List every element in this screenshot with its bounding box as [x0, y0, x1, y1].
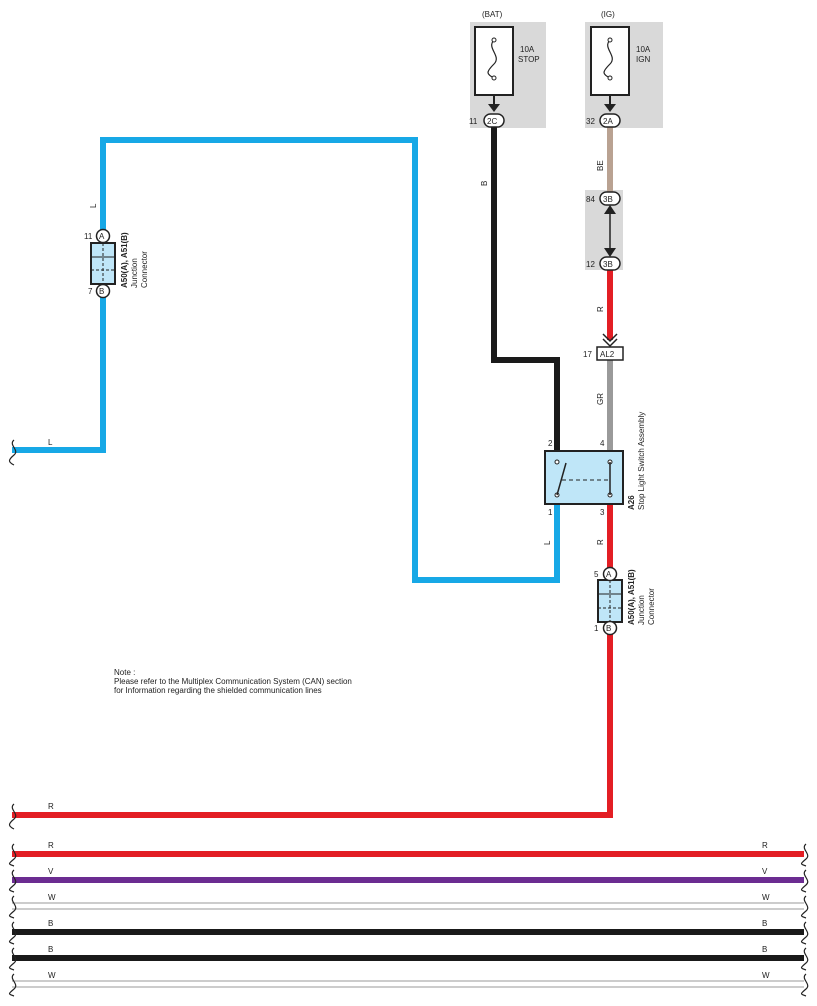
break-mark-icon [800, 947, 809, 971]
wire-red-lower [12, 505, 613, 818]
fuse-ign-name: IGN [636, 55, 650, 64]
break-mark-icon [8, 803, 17, 830]
wire-label-b: B [480, 181, 489, 186]
pin-2c: 2C [487, 117, 497, 126]
switch-pin-1: 1 [548, 508, 553, 517]
note-line2: Please refer to the Multiplex Communicat… [114, 677, 352, 686]
switch-pin-3: 3 [600, 508, 605, 517]
break-mark-icon [800, 895, 809, 919]
fuse-stop-name: STOP [518, 55, 540, 64]
arrow-stop-icon [488, 95, 500, 112]
bus-wire-label-right: B [762, 945, 767, 954]
switch-pin-2: 2 [548, 439, 553, 448]
junction-right-line2: Connector [647, 588, 656, 625]
jl-pin-a: A [99, 232, 105, 241]
pin-84: 84 [586, 195, 595, 204]
junction-connector-right [597, 566, 623, 636]
wire-label-r-bottom: R [48, 802, 54, 811]
bus-wire-label-left: B [48, 919, 53, 928]
pin-3b-top: 3B [603, 195, 613, 204]
pin-17: 17 [583, 350, 592, 359]
break-mark-icon [800, 973, 809, 997]
bus-wire-label-left: R [48, 841, 54, 850]
junction-right-code: A50(A), A51(B) [627, 569, 636, 625]
wire-label-r-lower: R [596, 539, 605, 545]
break-mark-icon [8, 947, 17, 971]
jl-pin-7: 7 [88, 287, 93, 296]
break-mark-icon [8, 895, 17, 919]
junction-left-line1: Junction [130, 258, 139, 288]
bus-wire-label-right: R [762, 841, 768, 850]
switch-name: Stop Light Switch Assembly [637, 412, 646, 510]
bus-wire-label-left: W [48, 971, 56, 980]
wire-label-l-left-horizontal: L [48, 438, 53, 447]
break-mark-icon [8, 921, 17, 945]
note-line1: Note : [114, 668, 135, 677]
pin-3b-bottom: 3B [603, 260, 613, 269]
bat-label: (BAT) [482, 10, 503, 19]
jr-pin-a: A [606, 570, 612, 579]
stop-light-switch [544, 450, 624, 505]
bus-wire-label-left: W [48, 893, 56, 902]
wire-label-l-switch: L [543, 540, 552, 545]
pin-12: 12 [586, 260, 595, 269]
connector-3b-bottom [599, 256, 621, 271]
break-mark-icon [8, 973, 17, 997]
break-mark-icon [800, 869, 809, 893]
break-mark-icon [8, 439, 17, 466]
pin-al2: AL2 [600, 350, 615, 359]
bus-wire-label-right: V [762, 867, 768, 876]
bus-wire-label-right: W [762, 893, 770, 902]
bus-wire-label-left: B [48, 945, 53, 954]
break-mark-icon [8, 843, 17, 867]
pin-2a: 2A [603, 117, 613, 126]
jr-pin-b: B [606, 624, 611, 633]
junction-left-code: A50(A), A51(B) [120, 232, 129, 288]
break-mark-icon [800, 921, 809, 945]
fuse-ign-icon [590, 26, 630, 96]
junction-left-line2: Connector [140, 251, 149, 288]
fuse-ign-rating: 10A [636, 45, 651, 54]
fuse-stop-rating: 10A [520, 45, 535, 54]
bus-wire-label-right: W [762, 971, 770, 980]
connector-al2 [596, 346, 624, 361]
wire-label-be: BE [596, 160, 605, 171]
wire-blue-main [12, 137, 560, 583]
bus-wire-label-left: V [48, 867, 54, 876]
note-line3: for Information regarding the shielded c… [114, 686, 322, 695]
jr-pin-5: 5 [594, 570, 599, 579]
jl-pin-11: 11 [84, 232, 93, 241]
jr-pin-1: 1 [594, 624, 599, 633]
wire-label-gr: GR [596, 393, 605, 405]
pin-32: 32 [586, 117, 595, 126]
connector-2c [483, 113, 505, 128]
jl-pin-b: B [99, 287, 104, 296]
bus-wire-label-right: B [762, 919, 767, 928]
ig-label: (IG) [601, 10, 615, 19]
chevron-down-icon [602, 333, 618, 348]
junction-right-line1: Junction [637, 595, 646, 625]
wire-black-b [491, 127, 560, 450]
switch-code: A26 [627, 495, 636, 510]
break-mark-icon [800, 843, 809, 867]
break-mark-icon [8, 869, 17, 893]
switch-pin-4: 4 [600, 439, 605, 448]
double-arrow-icon [604, 205, 616, 257]
wire-label-r-upper: R [596, 306, 605, 312]
fuse-stop-icon [474, 26, 514, 96]
junction-connector-left [90, 228, 116, 299]
wire-label-l-left-vertical: L [89, 203, 98, 208]
pin-11: 11 [469, 117, 478, 126]
arrow-ign-icon [604, 95, 616, 112]
connector-2a [599, 113, 621, 128]
